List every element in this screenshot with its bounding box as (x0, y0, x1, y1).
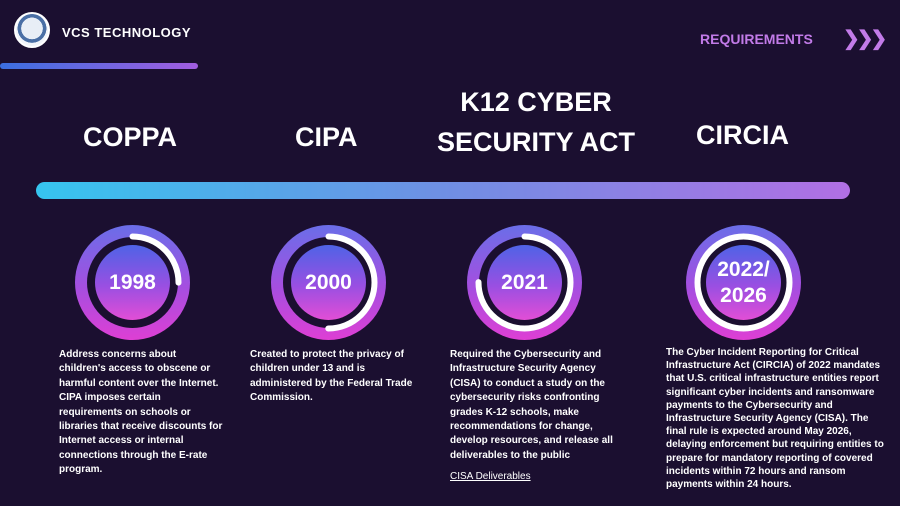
progress-ring (475, 233, 574, 332)
district-logo (14, 12, 50, 48)
progress-ring (279, 233, 378, 332)
timeline-bar (36, 182, 850, 199)
description-coppa: Address concerns about children's access… (59, 349, 223, 476)
act-title-coppa: COPPA (83, 122, 178, 152)
year-badge-2000: 2000 (271, 225, 386, 340)
year-label: 2021 (501, 270, 548, 294)
brand-name: VCS TECHNOLOGY (62, 25, 192, 40)
year-label: 2000 (305, 270, 352, 294)
description-circia: The Cyber Incident Reporting for Critica… (666, 347, 884, 491)
year-badge-2022-2026: 2022/ 2026 (686, 225, 801, 340)
progress-ring (694, 233, 793, 332)
progress-ring (83, 233, 182, 332)
act-title-cipa: CIPA (295, 122, 358, 152)
year-badge-2021: 2021 (467, 225, 582, 340)
description-k12: Required the Cybersecurity and Infrastru… (450, 349, 613, 461)
cisa-deliverables-link[interactable]: CISA Deliverables (450, 471, 531, 482)
header-accent-bar (0, 63, 198, 69)
act-title-k12: K12 CYBER SECURITY ACT (436, 87, 636, 157)
act-title-circia: CIRCIA (696, 120, 789, 150)
triple-chevron-right-icon[interactable]: ❯❯❯ (843, 28, 887, 50)
requirements-link[interactable]: REQUIREMENTS (700, 31, 813, 47)
year-label: 1998 (109, 270, 156, 294)
description-cipa: Created to protect the privacy of childr… (250, 349, 413, 404)
year-badge-1998: 1998 (75, 225, 190, 340)
year-label: 2022/ 2026 (717, 257, 770, 307)
